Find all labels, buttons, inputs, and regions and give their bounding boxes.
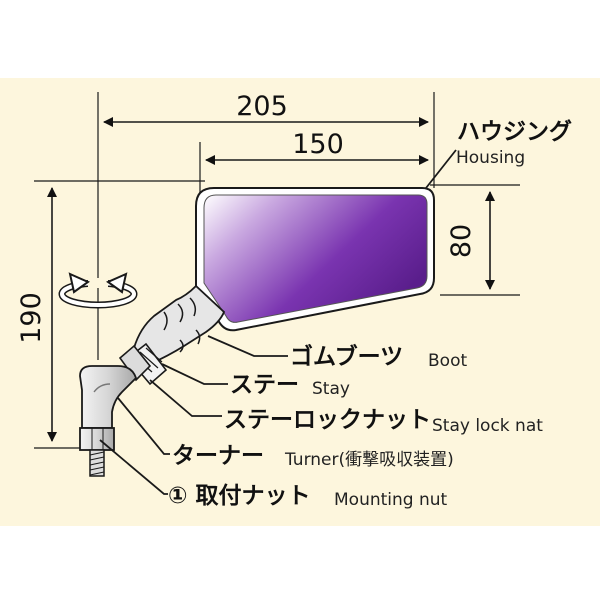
dim-150-label: 150 bbox=[292, 129, 344, 160]
leader-lines bbox=[99, 149, 457, 495]
dimension-arrows bbox=[47, 117, 495, 442]
dim-80-label: 80 bbox=[446, 224, 477, 258]
mount-label-jp: ① 取付ナット bbox=[168, 483, 310, 509]
housing-label-jp: ハウジング bbox=[457, 118, 572, 145]
turner-label-jp: ターナー bbox=[172, 443, 264, 469]
mount-label-en: Mounting nut bbox=[334, 490, 448, 510]
stay-label-jp: ステー bbox=[230, 372, 299, 398]
dim-190-label: 190 bbox=[16, 292, 47, 344]
mirror-housing bbox=[195, 187, 435, 332]
turner-arm bbox=[79, 365, 138, 429]
boot-label-en: Boot bbox=[428, 351, 467, 371]
staylock-label-en: Stay lock nat bbox=[432, 416, 543, 436]
mounting-bolt bbox=[89, 449, 105, 477]
rotation-arrows-icon bbox=[58, 272, 138, 309]
dim-205-label: 205 bbox=[236, 91, 288, 122]
turner-label-en: Turner(衝撃吸収装置) bbox=[284, 450, 454, 470]
staylock-label-jp: ステーロックナット bbox=[224, 407, 431, 433]
stay-label-en: Stay bbox=[312, 379, 350, 399]
boot-label-jp: ゴムブーツ bbox=[290, 343, 403, 370]
housing-label-en: Housing bbox=[456, 148, 525, 168]
